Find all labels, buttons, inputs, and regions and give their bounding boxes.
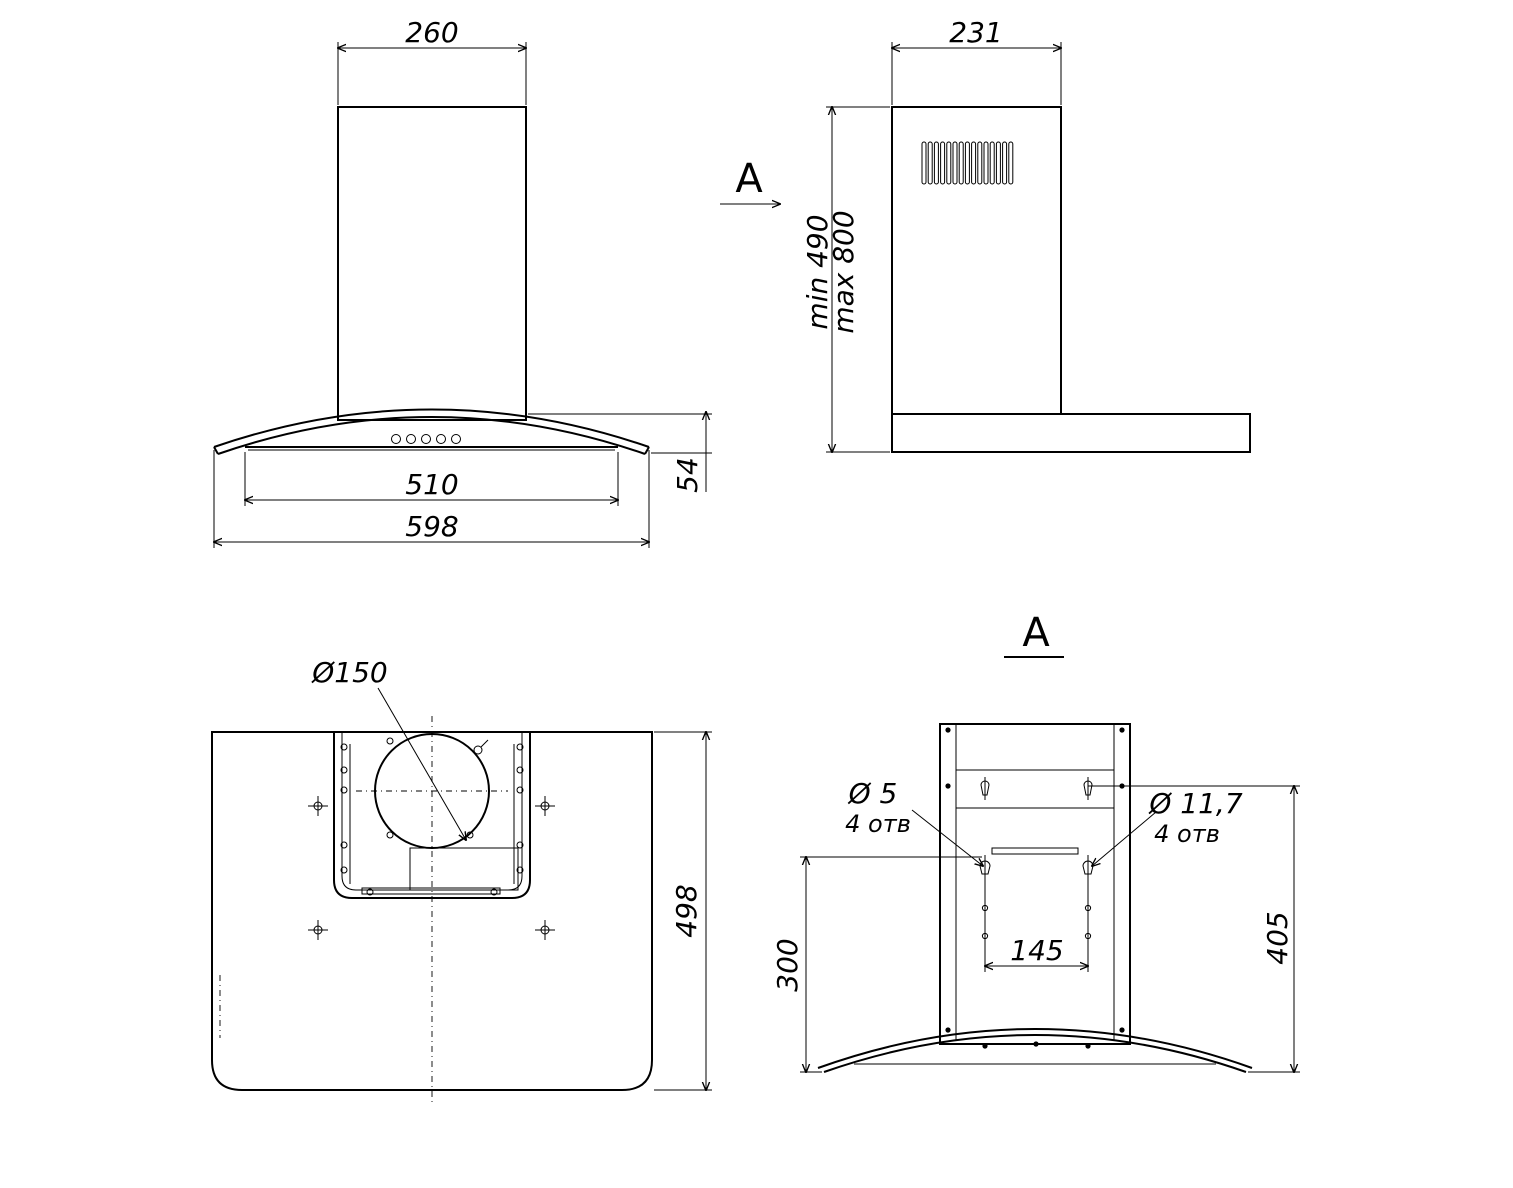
side-canopy <box>891 413 1251 453</box>
frame-screw-dots <box>945 727 1125 1033</box>
screw-dot <box>386 737 394 745</box>
screw-dot <box>490 888 498 896</box>
dim-upper-mount: 405 <box>1088 786 1300 1072</box>
side-view: A 231 min 490 max 800 <box>720 16 1251 453</box>
dim-small-hole: Ø 5 4 отв <box>845 777 983 866</box>
view-a-chimney <box>939 723 1131 1045</box>
dim-label: 498 <box>670 884 703 937</box>
screw-dot <box>516 743 524 751</box>
front-canopy-outer-curve <box>213 408 650 448</box>
view-a-canopy-inner <box>823 1034 1247 1073</box>
dim-label: 510 <box>405 468 458 501</box>
motor-box <box>409 847 519 891</box>
vent-slot <box>971 141 977 185</box>
top-view: Ø150 498 <box>211 656 712 1104</box>
upper-bracket <box>955 769 1115 809</box>
chimney-cutout <box>333 732 531 899</box>
control-button <box>406 434 416 444</box>
vent-slot <box>977 141 983 185</box>
dim-label: Ø 5 <box>848 777 898 810</box>
top-canopy-outline <box>211 731 653 1091</box>
cutout-screw-dots <box>340 737 524 896</box>
screw-dot <box>945 727 951 733</box>
front-canopy-inner-curve <box>217 416 646 455</box>
keyhole-slots <box>979 777 1094 878</box>
screw-dot <box>1119 1027 1125 1033</box>
dim-chimney-depth: 231 <box>892 16 1061 105</box>
dim-label: 405 <box>1261 911 1294 964</box>
view-a-title: A <box>1022 610 1050 656</box>
screw-dot <box>945 783 951 789</box>
front-chimney <box>337 106 527 421</box>
view-direction-marker: A <box>720 156 780 204</box>
lower-bracket <box>991 847 1079 855</box>
screw-dot <box>366 888 374 896</box>
screw-dot <box>340 786 348 794</box>
dim-outlet-diameter: Ø150 <box>311 656 466 840</box>
dim-label-max: max 800 <box>827 210 860 333</box>
vent-slot <box>927 141 933 185</box>
dim-label: 54 <box>671 457 704 493</box>
keyhole-slot <box>1083 780 1093 796</box>
vent-slot <box>952 141 958 185</box>
dim-canopy-height: 54 <box>528 412 712 493</box>
dim-inner-width: 510 <box>245 452 618 506</box>
screw-dot <box>340 866 348 874</box>
control-button <box>391 434 401 444</box>
keyhole-slot <box>980 780 990 796</box>
screw-dot <box>516 766 524 774</box>
vent-slot <box>940 141 946 185</box>
vent-slot <box>964 141 970 185</box>
dim-label: 4 отв <box>845 810 911 838</box>
vent-slot <box>995 141 1001 185</box>
screw-dot <box>1119 727 1125 733</box>
screw-dot <box>340 743 348 751</box>
screw-dot <box>945 1027 951 1033</box>
dim-label: Ø 11,7 <box>1148 787 1242 820</box>
dim-top-width: 260 <box>338 16 526 105</box>
mounting-holes <box>308 796 555 940</box>
view-marker-label: A <box>735 156 763 202</box>
vent-slot <box>921 141 927 185</box>
view-a-canopy-outer <box>817 1028 1253 1069</box>
dim-label-min: min 490 <box>801 214 834 329</box>
dim-label: 145 <box>1010 934 1063 967</box>
screw-dot <box>386 831 394 839</box>
screw-dot <box>516 786 524 794</box>
vent-slot <box>983 141 989 185</box>
vent-slot <box>946 141 952 185</box>
dim-label: 4 отв <box>1154 820 1220 848</box>
vent-slot <box>1008 141 1014 185</box>
screw-dot <box>340 766 348 774</box>
dim-total-height: min 490 max 800 <box>801 107 890 452</box>
control-button <box>436 434 446 444</box>
dim-total-width: 598 <box>214 450 649 548</box>
view-a: A Ø 5 4 отв <box>771 610 1300 1073</box>
control-buttons <box>391 434 461 444</box>
screw-dot <box>516 866 524 874</box>
front-view: 260 510 598 54 <box>214 16 712 548</box>
vent-slot <box>989 141 995 185</box>
dim-large-hole: Ø 11,7 4 отв <box>1092 787 1243 866</box>
vent-slots <box>921 141 1014 185</box>
vent-slot <box>933 141 939 185</box>
dim-label: 300 <box>771 938 804 991</box>
dim-lower-mount: 300 <box>771 857 982 1072</box>
dim-label: 260 <box>405 16 458 49</box>
dim-label: 598 <box>405 510 458 543</box>
screw-dot <box>516 841 524 849</box>
dim-label: 231 <box>949 16 1002 49</box>
dim-depth: 498 <box>654 732 712 1090</box>
vent-slot <box>1002 141 1008 185</box>
vent-slot <box>958 141 964 185</box>
dim-label: Ø150 <box>311 656 387 689</box>
screw-dot <box>340 841 348 849</box>
control-button <box>421 434 431 444</box>
dim-hole-spacing: 145 <box>985 872 1088 972</box>
side-chimney <box>891 106 1062 415</box>
control-button <box>451 434 461 444</box>
